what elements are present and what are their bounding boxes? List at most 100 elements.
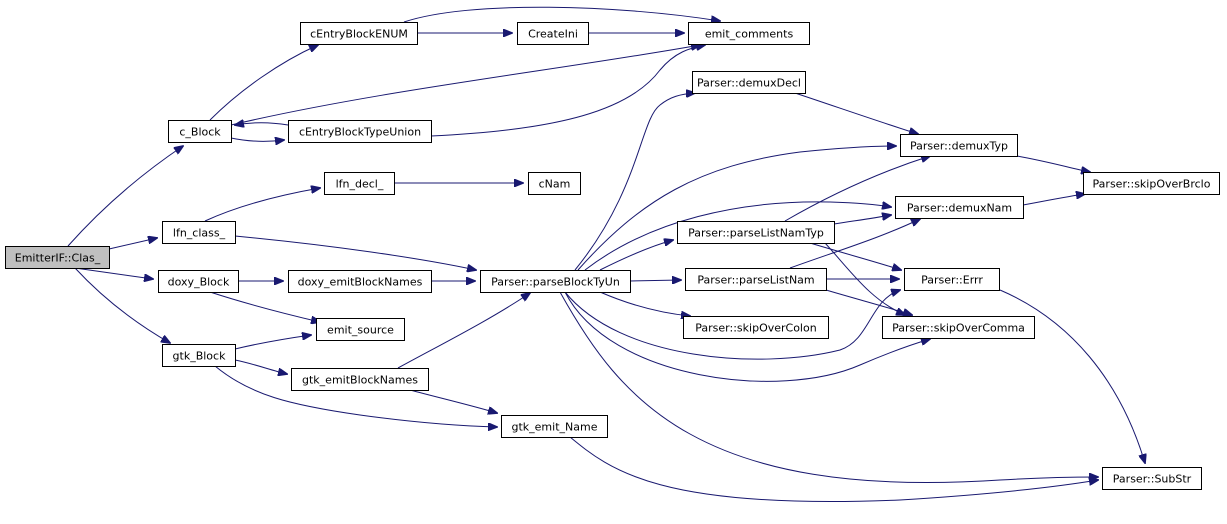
edge-gtk_block-to-emit_source [234, 335, 311, 350]
node-box [692, 71, 806, 94]
edge-gtk_emit_name-to-substr [569, 436, 1098, 503]
node-label: Parser::parseBlockTyUn [491, 276, 620, 289]
edge-c_block-to-emit_comments [230, 45, 700, 126]
edge-root-to-gtk_block [74, 267, 170, 343]
node-box [158, 270, 239, 293]
edge-doxy_block-to-emit_source [209, 291, 320, 322]
node-emit-source[interactable]: emit_source [316, 318, 405, 341]
node-box [904, 268, 1000, 291]
edge-parselistnamtyp-to-demuxtyp [784, 156, 930, 222]
node-label: lfn_decl_ [336, 178, 384, 191]
edge-gtk_block-to-gtk_emit_name [214, 365, 497, 427]
node-label: cEntryBlockENUM [310, 28, 408, 41]
edge-demuxnam-to-skipoverbrclo [1022, 194, 1085, 206]
node-emit-comments[interactable]: emit_comments [688, 22, 810, 45]
node-errr[interactable]: Parser::Errr [904, 268, 1000, 291]
node-label: doxy_emitBlockNames [298, 276, 423, 289]
node-box [501, 415, 608, 438]
node-box [316, 318, 405, 341]
edge-parselistnam-to-skipovercomma [825, 289, 912, 315]
node-substr[interactable]: Parser::SubStr [1102, 467, 1202, 490]
node-box [162, 221, 236, 244]
node-box [688, 22, 810, 45]
node-cnam[interactable]: cNam [528, 172, 581, 195]
edge-centryblocktypeunion-to-emit_comments [430, 45, 705, 137]
edge-lfn_class-to-parseblocktyun [234, 235, 476, 270]
node-box [300, 22, 418, 45]
node-label: Parser::demuxTyp [910, 140, 1008, 153]
node-parselistnam[interactable]: Parser::parseListNam [685, 268, 827, 291]
node-skipovercomma[interactable]: Parser::skipOverComma [882, 316, 1035, 339]
node-box [900, 134, 1018, 157]
node-demuxtyp[interactable]: Parser::demuxTyp [900, 134, 1018, 157]
node-label: Parser::Errr [921, 274, 983, 287]
node-skipovercolon[interactable]: Parser::skipOverColon [683, 316, 829, 339]
node-box [677, 221, 835, 244]
node-root: EmitterIF::Clas_ [5, 246, 110, 269]
node-box [291, 368, 429, 391]
node-box [5, 246, 110, 269]
edge-parselistnam-to-demuxnam [789, 219, 920, 269]
node-label: gtk_Block [173, 350, 227, 363]
node-gtk-emit-name[interactable]: gtk_emit_Name [501, 415, 608, 438]
node-box [528, 172, 581, 195]
node-demuxnam[interactable]: Parser::demuxNam [895, 196, 1024, 219]
node-label: emit_source [327, 324, 394, 337]
edge-c_block-to-centryblockenum [209, 45, 318, 121]
edge-lfn_class-to-lfn_decl [204, 188, 320, 222]
node-label: emit_comments [705, 28, 794, 41]
node-createini[interactable]: CreateIni [517, 22, 589, 45]
edge-parseblocktyun-to-substr [559, 291, 1098, 484]
node-box [480, 270, 631, 293]
edge-errr-to-substr [999, 289, 1145, 463]
edge-root-to-lfn_class [108, 238, 157, 250]
edge-demuxdecl-to-demuxtyp [794, 92, 918, 134]
node-box [162, 344, 236, 367]
edges-layer [67, 6, 1145, 503]
edge-parseblocktyun-to-errr [564, 290, 900, 360]
node-label: lfn_class_ [173, 227, 226, 240]
node-skipoverbrclo[interactable]: Parser::skipOverBrclo [1083, 172, 1220, 195]
node-box [168, 120, 232, 143]
edge-parseblocktyun-to-demuxtyp [577, 146, 896, 271]
node-lfn-class[interactable]: lfn_class_ [162, 221, 236, 244]
node-gtk-emitblocknames[interactable]: gtk_emitBlockNames [291, 368, 429, 391]
node-parseblocktyun[interactable]: Parser::parseBlockTyUn [480, 270, 631, 293]
node-parselistnamtyp[interactable]: Parser::parseListNamTyp [677, 221, 835, 244]
edge-parseblocktyun-to-parselistnamtyp [599, 240, 673, 271]
node-label: doxy_Block [168, 276, 230, 289]
edge-centryblocktypeunion-to-c_block [235, 123, 289, 125]
node-box [324, 172, 395, 195]
node-label: gtk_emit_Name [512, 421, 598, 434]
node-box [895, 196, 1024, 219]
edge-root-to-c_block [67, 146, 183, 247]
node-centryblockenum[interactable]: cEntryBlockENUM [300, 22, 418, 45]
edge-parseblocktyun-to-demuxnam [584, 201, 891, 271]
edge-root-to-doxy_block [74, 267, 153, 279]
edge-demuxtyp-to-skipoverbrclo [1016, 155, 1090, 172]
node-doxy-emitblocknames[interactable]: doxy_emitBlockNames [288, 270, 432, 293]
edge-parseblocktyun-to-skipovercolon [599, 291, 690, 316]
node-doxy-block[interactable]: doxy_Block [158, 270, 239, 293]
node-demuxdecl[interactable]: Parser::demuxDecl [692, 71, 806, 94]
node-label: c_Block [179, 126, 221, 139]
edge-parselistnamtyp-to-errr [809, 242, 901, 270]
node-label: Parser::parseListNamTyp [688, 227, 824, 240]
edge-gtk_emitblocknames-to-gtk_emit_name [409, 389, 497, 413]
node-box [517, 22, 589, 45]
edge-parselistnamtyp-to-demuxnam [833, 215, 891, 225]
edge-parseblocktyun-to-skipovercomma [564, 291, 930, 382]
node-gtk-block[interactable]: gtk_Block [162, 344, 236, 367]
node-box [288, 270, 432, 293]
node-c-block[interactable]: c_Block [168, 120, 232, 143]
node-lfn-decl[interactable]: lfn_decl_ [324, 172, 395, 195]
edge-parseblocktyun-to-parselistnam [629, 280, 681, 281]
node-label: cEntryBlockTypeUnion [299, 126, 421, 139]
edge-gtk_block-to-gtk_emitblocknames [234, 359, 287, 374]
node-box [683, 316, 829, 339]
node-label: EmitterIF::Clas_ [15, 252, 101, 265]
node-label: cNam [539, 178, 571, 191]
node-box [685, 268, 827, 291]
node-centryblocktypeunion[interactable]: cEntryBlockTypeUnion [288, 120, 432, 143]
